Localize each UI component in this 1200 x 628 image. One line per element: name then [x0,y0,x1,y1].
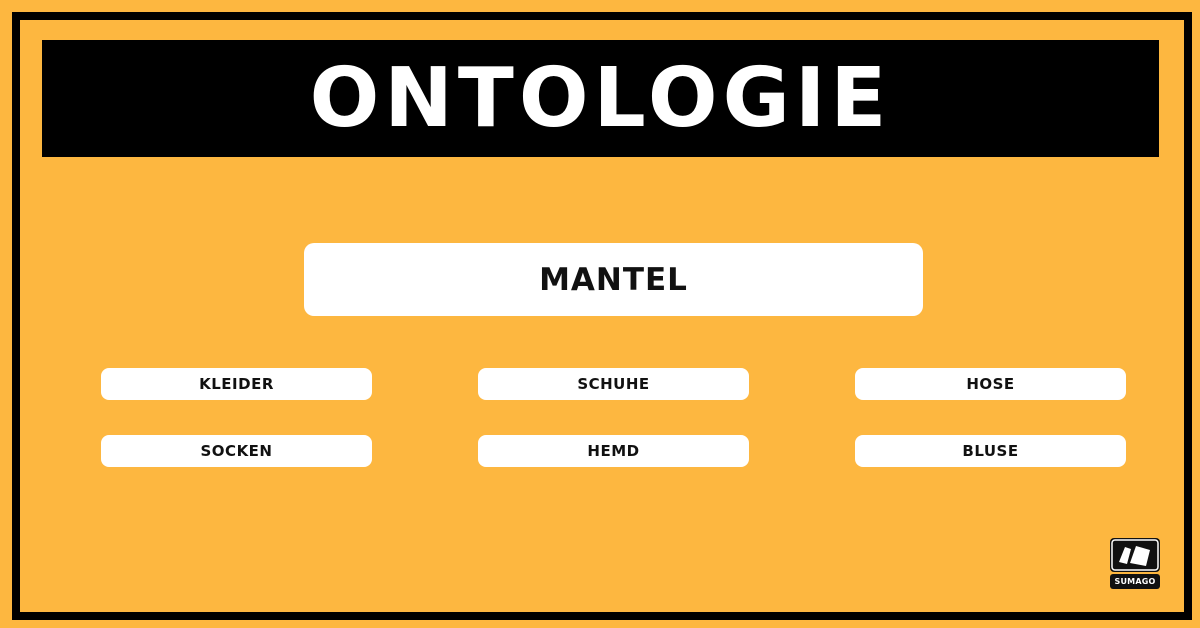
root-node-label: MANTEL [539,261,688,298]
child-node-hose: HOSE [855,368,1126,400]
child-node-bluse: BLUSE [855,435,1126,467]
title-bar: ONTOLOGIE [42,40,1159,157]
child-node-socken: SOCKEN [101,435,372,467]
root-node-box: MANTEL [304,243,923,316]
child-node-label: SCHUHE [577,375,650,393]
sumago-logo-icon [1110,538,1160,572]
sumago-logo: SUMAGO [1110,538,1160,590]
child-node-schuhe: SCHUHE [478,368,749,400]
child-node-hemd: HEMD [478,435,749,467]
logo-text: SUMAGO [1110,574,1160,589]
sumago-logo-graphic [1111,539,1159,571]
child-node-kleider: KLEIDER [101,368,372,400]
child-node-label: BLUSE [962,442,1019,460]
child-node-label: HOSE [966,375,1015,393]
child-node-label: SOCKEN [200,442,273,460]
page-title: ONTOLOGIE [309,50,892,146]
child-node-label: HEMD [587,442,640,460]
child-node-label: KLEIDER [199,375,274,393]
